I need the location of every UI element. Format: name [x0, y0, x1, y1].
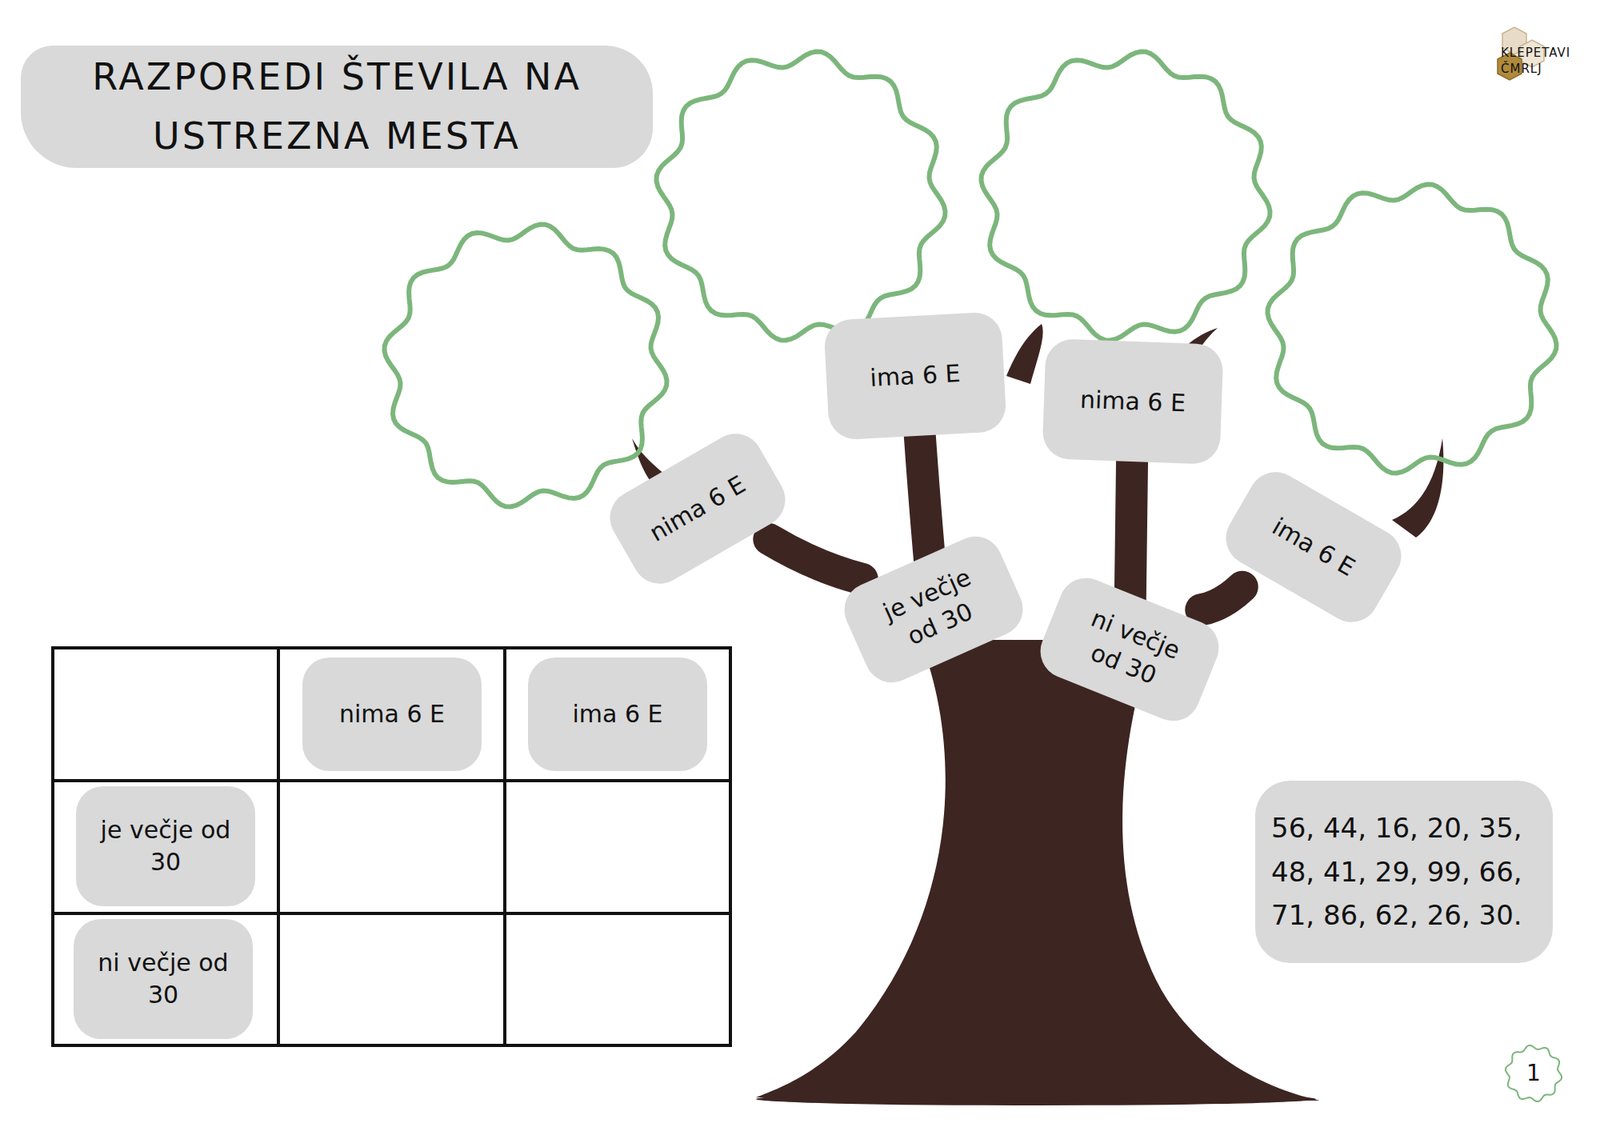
tree-label-text: ima 6 E — [1266, 510, 1361, 584]
crown-outline — [656, 52, 946, 341]
column-header-text: ima 6 E — [572, 698, 663, 732]
row-header: ni večje od 30 — [73, 919, 253, 1040]
crown-outline — [1268, 184, 1557, 474]
tree-label: nima 6 E — [600, 424, 796, 594]
tree-base — [756, 1092, 1316, 1106]
crown-outline — [384, 224, 668, 508]
logo-label: KLEPETAVI ČMRLJ — [1500, 44, 1589, 78]
title-text: RAZPOREDI ŠTEVILA NA USTREZNA MESTA — [60, 48, 613, 166]
trunk-notch — [1016, 688, 1064, 704]
tree-branch — [768, 539, 863, 580]
tree-branch — [919, 427, 931, 566]
tree-label: nima 6 E — [1041, 338, 1224, 465]
tree-branch — [1130, 452, 1133, 606]
row-header-text: ni večje od 30 — [94, 947, 232, 1012]
page-number-text: 1 — [1526, 1058, 1541, 1089]
tree-branch — [1200, 587, 1243, 611]
logo-text: KLEPETAVI ČMRLJ — [1500, 44, 1589, 78]
tree-trunk — [756, 640, 1320, 1101]
title-banner: RAZPOREDI ŠTEVILA NA USTREZNA MESTA — [20, 45, 653, 168]
page-number-outline — [1505, 1045, 1562, 1102]
sorting-table — [52, 648, 731, 1046]
crown-outline — [981, 52, 1271, 341]
tree-label: ima 6 E — [1216, 462, 1412, 632]
branch-tip — [1006, 324, 1044, 384]
tree-label: ima 6 E — [823, 311, 1008, 440]
row-header: je večje od 30 — [76, 786, 256, 907]
tree-label-text: nima 6 E — [644, 468, 752, 549]
number-list-text: 56, 44, 16, 20, 35, 48, 41, 29, 99, 66, … — [1271, 806, 1537, 937]
column-header: nima 6 E — [302, 657, 482, 772]
row-header-text: je večje od 30 — [96, 814, 235, 880]
tree-label-text: ima 6 E — [868, 357, 961, 395]
column-header-text: nima 6 E — [339, 698, 445, 732]
tree-label-text: nima 6 E — [1079, 383, 1186, 420]
number-list: 56, 44, 16, 20, 35, 48, 41, 29, 99, 66, … — [1255, 780, 1553, 964]
branch-tip — [1392, 438, 1444, 538]
page-number: 1 — [1503, 1043, 1564, 1104]
column-header: ima 6 E — [528, 657, 708, 772]
